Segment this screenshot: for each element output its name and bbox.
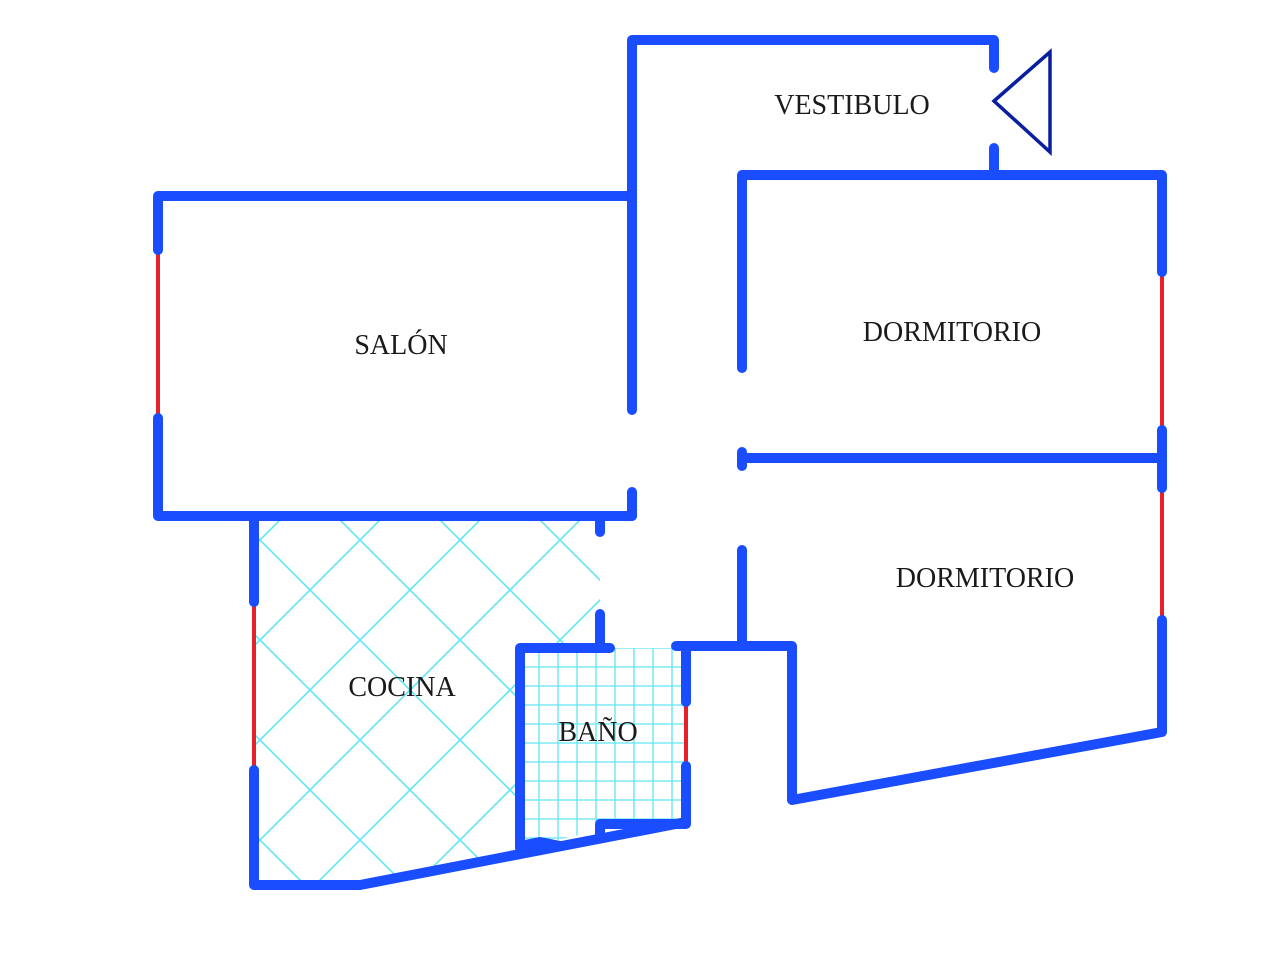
wall-salon-bottom: [153, 413, 637, 521]
tile-line: [1200, 380, 1280, 960]
windows: [156, 250, 1164, 770]
wall-bano-left: [515, 643, 615, 853]
tile-line: [599, 516, 600, 885]
wall-bano-bottom-step: [515, 837, 565, 851]
cocina-tile-pattern: [0, 380, 1280, 960]
room-label-salon: SALÓN: [354, 330, 447, 361]
tile-line: [800, 380, 1280, 960]
room-label-vestibulo: VESTIBULO: [774, 90, 930, 121]
wall-salon: [153, 191, 637, 255]
tile-line: [254, 516, 600, 885]
tile-line: [1000, 380, 1280, 960]
tile-line: [254, 516, 600, 885]
wall-vestibulo-outer: [627, 35, 999, 200]
tile-line: [900, 380, 1280, 960]
room-label-dormitorio-1: DORMITORIO: [863, 317, 1041, 348]
tile-line: [254, 516, 600, 885]
tile-line: [399, 516, 600, 885]
tile-line: [0, 380, 220, 960]
wall-cocina-bottom: [249, 765, 691, 890]
wall-dormitorio-2-outer: [671, 615, 1167, 805]
room-labels: VESTIBULO SALÓN DORMITORIO DORMITORIO CO…: [348, 90, 1074, 748]
tile-line: [0, 380, 20, 960]
tile-line: [0, 380, 20, 960]
room-label-bano: BAÑO: [558, 717, 637, 748]
tile-line: [0, 380, 220, 960]
tile-line: [499, 516, 600, 885]
tile-line: [900, 380, 1280, 960]
tile-line: [399, 516, 600, 885]
wall-corridor-right-upper: [737, 170, 1167, 373]
tile-line: [1000, 380, 1280, 960]
room-label-dormitorio-2: DORMITORIO: [896, 563, 1074, 594]
tile-line: [599, 516, 600, 885]
walls: [153, 35, 1167, 890]
room-label-cocina: COCINA: [348, 672, 456, 703]
tile-line: [499, 516, 600, 885]
triangle-entrance-icon: [991, 48, 1052, 156]
tile-line: [0, 380, 120, 960]
tile-line: [1200, 380, 1280, 960]
tile-line: [254, 516, 600, 885]
tile-line: [254, 516, 421, 885]
wall-bano-shower-step: [595, 819, 691, 839]
tile-line: [1100, 380, 1280, 960]
tile-line: [800, 380, 1280, 960]
tile-line: [1100, 380, 1280, 960]
tile-line: [254, 516, 421, 885]
tile-line: [0, 380, 120, 960]
